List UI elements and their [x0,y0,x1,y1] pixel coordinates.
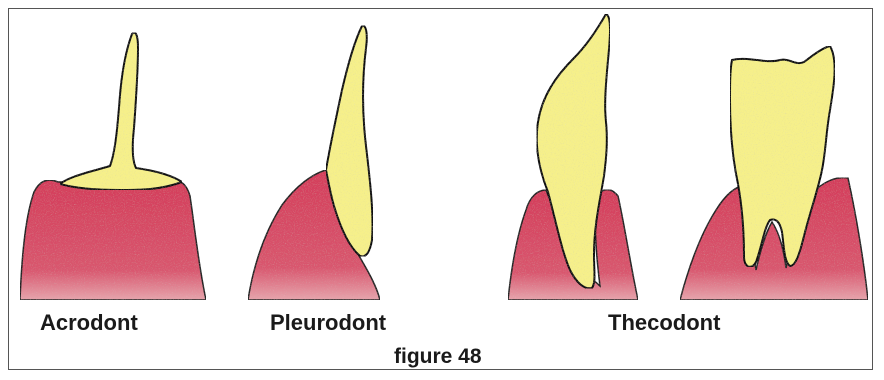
label-pleurodont: Pleurodont [270,312,386,334]
figure-caption: figure 48 [394,346,482,367]
acrodont-tooth [60,33,182,190]
pleurodont-diagram [248,26,380,300]
thecodont-diagram-double-root [680,46,868,300]
label-acrodont: Acrodont [40,312,138,334]
acrodont-diagram [20,33,206,300]
label-thecodont: Thecodont [608,312,720,334]
thecodont-diagram-single-root [508,14,638,300]
acrodont-bone [20,180,206,300]
